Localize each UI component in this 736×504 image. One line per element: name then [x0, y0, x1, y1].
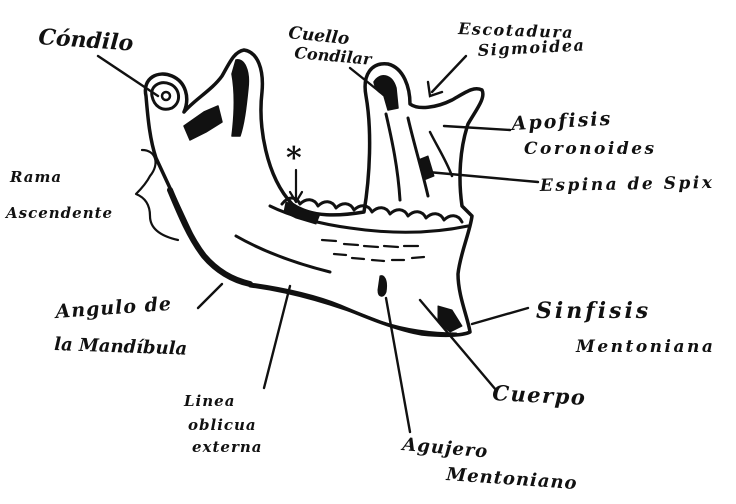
internal-ridge-3 [430, 132, 452, 176]
leader-condilo [98, 56, 158, 96]
leader-apofisis [444, 126, 510, 130]
condyle-center [162, 92, 170, 100]
label-condilo: Cóndilo [38, 24, 135, 57]
label-angulo-line2: la Mandíbula [54, 334, 188, 360]
label-linea-line2: oblicua [188, 416, 257, 434]
internal-ridge-4 [418, 156, 434, 180]
coronoid-inner-shading [232, 60, 248, 136]
leader-sinfisis [472, 308, 528, 324]
leader-linea [264, 286, 290, 388]
leader-escotadura [432, 56, 466, 92]
oblique-line [236, 236, 330, 272]
molar-shading [284, 202, 320, 224]
mandible-drawing [136, 50, 483, 335]
leader-cuerpo [420, 300, 496, 390]
marker-asterisk: * [286, 141, 302, 176]
root-marks [322, 240, 424, 261]
symphysis-shading [438, 306, 462, 332]
label-cuerpo: Cuerpo [492, 380, 587, 410]
label-rama-line2: Ascendente [4, 204, 113, 222]
label-apofisis-line2: Coronoides [524, 139, 657, 159]
labels: Cóndilo Cuello Condilar Escotadura Sigmo… [4, 19, 715, 494]
label-sinfisis-line1: Sinfisis [536, 298, 651, 324]
internal-ridge-1 [386, 114, 400, 200]
leader-espina [428, 172, 538, 182]
label-rama-line1: Rama [9, 168, 62, 186]
leader-agujero [386, 298, 410, 432]
label-angulo-line1: Angulo de [53, 293, 173, 323]
right-process-shading [374, 76, 398, 110]
label-linea-line1: Linea [183, 392, 235, 410]
label-espina: Espina de Spix [539, 173, 715, 196]
label-agujero-line1: Agujero [400, 434, 490, 463]
mental-foramen [378, 276, 387, 297]
leader-angulo [198, 284, 222, 308]
label-linea-line3: externa [192, 438, 263, 456]
label-cuello-line2: Condilar [294, 43, 374, 69]
leader-lines [98, 56, 538, 432]
label-agujero-line2: Mentoniano [445, 464, 579, 494]
condylar-neck-shading [184, 106, 222, 140]
label-apofisis-line1: Apofisis [509, 108, 613, 135]
label-sinfisis-line2: Mentoniana [575, 337, 715, 357]
condyle-head [152, 83, 179, 110]
